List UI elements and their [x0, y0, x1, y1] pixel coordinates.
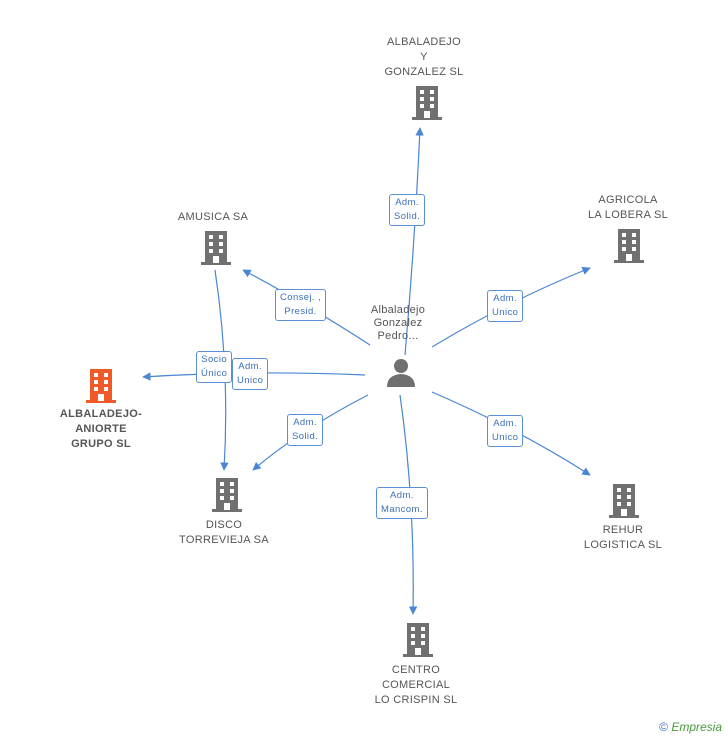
- relation-line: Mancom.: [381, 504, 423, 515]
- relation-line: Único: [201, 368, 228, 379]
- person-icon[interactable]: [386, 357, 416, 387]
- relation-label[interactable]: Adm. Unico: [232, 358, 269, 390]
- relation-line: Unico: [237, 375, 264, 386]
- relation-line: Presid.: [284, 306, 317, 317]
- label-line: LO CRISPIN SL: [374, 694, 458, 706]
- company-label-rehur[interactable]: REHUR LOGISTICA SL: [568, 523, 678, 553]
- label-line: Y: [420, 51, 428, 63]
- label-line: CENTRO: [391, 664, 441, 676]
- relation-line: Solid.: [394, 211, 421, 222]
- edge-albaladejo-y-gonzalez: [404, 127, 424, 356]
- label-line: GONZALEZ SL: [384, 66, 464, 78]
- label-line: DISCO: [205, 519, 243, 531]
- copyright-mark: ©: [659, 720, 668, 734]
- building-icon[interactable]: [412, 86, 442, 120]
- relation-line: Solid.: [292, 431, 319, 442]
- relation-line: Adm.: [293, 417, 317, 428]
- relation-label[interactable]: Consej. , Presid.: [275, 289, 327, 321]
- building-icon[interactable]: [212, 478, 242, 512]
- person-name[interactable]: Albaladejo Gonzalez Pedro...: [352, 304, 444, 343]
- building-icon[interactable]: [614, 229, 644, 263]
- relation-line: Adm.: [493, 418, 518, 429]
- relation-line: Unico: [492, 432, 519, 443]
- relation-line: Socio: [201, 354, 228, 365]
- company-label-amusica[interactable]: AMUSICA SA: [160, 210, 266, 225]
- label-line: ANIORTE: [75, 423, 127, 435]
- label-line: AGRICOLA: [598, 194, 658, 206]
- name-line: Albaladejo: [370, 304, 426, 316]
- relation-label[interactable]: Adm. Unico: [487, 415, 524, 447]
- label-line: LOGISTICA SL: [583, 539, 663, 551]
- company-label-agricola[interactable]: AGRICOLA LA LOBERA SL: [572, 193, 684, 223]
- relation-label[interactable]: Socio Único: [196, 351, 233, 383]
- company-label-centro[interactable]: CENTRO COMERCIAL LO CRISPIN SL: [360, 663, 472, 708]
- label-line: AMUSICA SA: [177, 211, 249, 223]
- relation-line: Unico: [492, 307, 519, 318]
- label-line: ALBALADEJO: [387, 36, 461, 48]
- company-label-albaladejo-y-gonzalez[interactable]: ALBALADEJO Y GONZALEZ SL: [368, 35, 480, 80]
- label-line: LA LOBERA SL: [587, 209, 669, 221]
- company-label-albaladejo-aniorte[interactable]: ALBALADEJO- ANIORTE GRUPO SL: [46, 407, 156, 452]
- relation-line: Consej. ,: [280, 292, 322, 303]
- label-line: TORREVIEJA SA: [179, 534, 269, 546]
- name-line: Pedro...: [377, 330, 419, 342]
- relation-line: Adm.: [238, 361, 263, 372]
- relation-line: Adm.: [395, 197, 419, 208]
- building-icon[interactable]: [403, 623, 433, 657]
- label-line: GRUPO SL: [71, 438, 131, 450]
- relation-label[interactable]: Adm. Solid.: [287, 414, 324, 446]
- brand-name: Empresia: [671, 720, 722, 734]
- relation-label[interactable]: Adm. Unico: [487, 290, 524, 322]
- building-icon[interactable]: [86, 369, 116, 403]
- name-line: Gonzalez: [373, 317, 423, 329]
- relation-line: Adm.: [390, 490, 414, 501]
- building-icon[interactable]: [201, 231, 231, 265]
- label-line: REHUR: [602, 524, 644, 536]
- relation-label[interactable]: Adm. Mancom.: [376, 487, 428, 519]
- brand-logo: © Empresia: [659, 720, 722, 734]
- label-line: ALBALADEJO-: [59, 408, 143, 420]
- relation-label[interactable]: Adm. Solid.: [389, 194, 426, 226]
- company-label-disco[interactable]: DISCO TORREVIEJA SA: [170, 518, 278, 548]
- relation-line: Adm.: [493, 293, 518, 304]
- building-icon[interactable]: [609, 484, 639, 518]
- label-line: COMERCIAL: [381, 679, 451, 691]
